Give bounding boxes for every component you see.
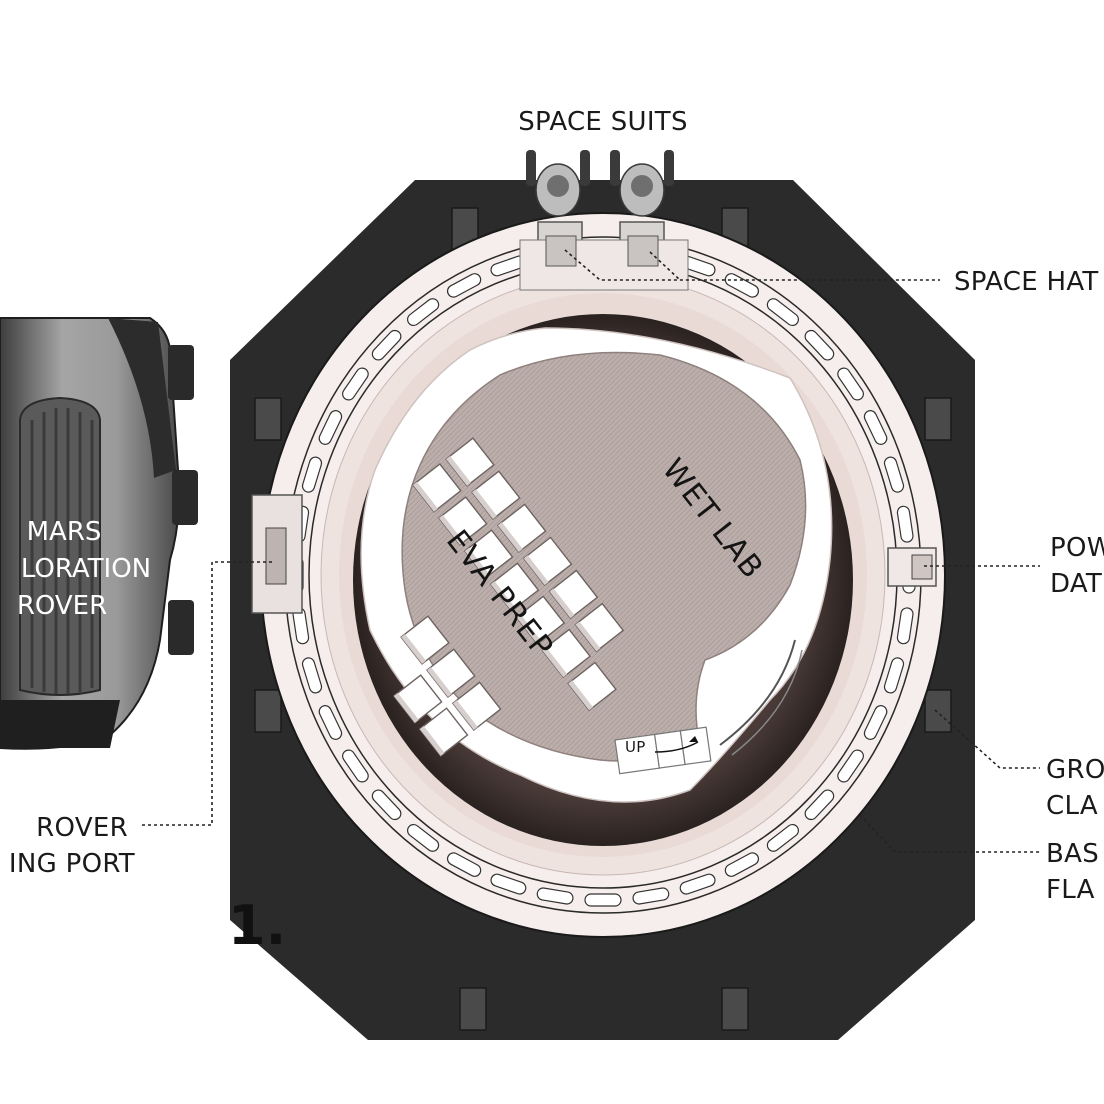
workbench-block: [445, 437, 495, 487]
space-hatches: [519, 221, 689, 291]
leader-space-hatch: [564, 249, 940, 281]
railing: [719, 639, 796, 746]
ring-segment: [446, 852, 482, 877]
ring-segment: [536, 887, 574, 905]
workbench-block: [437, 496, 488, 546]
stairs: UP: [614, 726, 712, 775]
rover-wheel-3: [168, 600, 194, 655]
workbench-modules: [392, 437, 625, 757]
ring-segment: [724, 273, 760, 298]
workbench-block: [392, 674, 443, 724]
workbench-block: [522, 536, 573, 587]
ring-segment: [371, 789, 402, 821]
ring-segment: [837, 367, 864, 401]
ring-segment: [863, 410, 888, 445]
leader-base-flange: [859, 814, 1040, 853]
rover-rear: [0, 700, 120, 748]
workbench-block: [541, 628, 592, 679]
rover-label-3: ROVER: [17, 591, 107, 621]
ring-segment: [490, 873, 527, 895]
rover-label-2: LORATION: [21, 554, 151, 584]
ring-segment: [342, 367, 369, 401]
ring-segment: [863, 705, 888, 740]
ring-segment: [584, 893, 622, 907]
ring-segment: [804, 789, 835, 821]
workbench-block: [418, 707, 469, 757]
ground-clamp: [721, 987, 749, 1031]
workbench-block: [412, 463, 462, 513]
ring-segment: [446, 273, 482, 298]
space-suit-right: [610, 150, 674, 217]
ground-clamp: [924, 689, 952, 733]
ring-segment: [766, 823, 799, 852]
ring-segment: [407, 823, 440, 852]
rover-docking-port: [251, 494, 303, 614]
label-ground-clamp-1: GRO: [1046, 755, 1104, 785]
figure-number: 1.: [228, 894, 286, 957]
workbench-block: [400, 615, 450, 665]
label-base-flange-1: BAS: [1046, 839, 1099, 869]
leader-space-hatch-2: [649, 251, 681, 281]
ground-clamp: [254, 689, 282, 733]
ring-segment: [318, 410, 343, 445]
rover-label-1: MARS: [27, 517, 102, 547]
ring-segments: [290, 243, 916, 907]
ring-segment: [371, 329, 402, 361]
stair-up-label: UP: [625, 738, 646, 756]
ring-segment: [724, 852, 760, 877]
workbench-block: [471, 470, 521, 520]
rover-solar-panel: [108, 318, 176, 478]
ring-segment: [804, 329, 835, 361]
leader-rover-port: [142, 561, 272, 826]
rover-wheel-2: [172, 470, 198, 525]
ground-clamp: [924, 397, 952, 441]
workbench-block: [463, 529, 514, 579]
ring-segment: [301, 456, 323, 493]
workbench-block: [567, 661, 617, 712]
workbench-block: [426, 648, 476, 698]
stair-arrow: [654, 741, 699, 753]
mars-exploration-rover: MARS LORATION ROVER: [0, 317, 198, 750]
label-rover-port-1: ROVER: [36, 813, 128, 843]
workbench-block: [515, 595, 566, 646]
ring-segment: [318, 705, 343, 740]
leader-lines: [142, 249, 1040, 853]
label-ground-clamp-2: CLA: [1046, 791, 1098, 821]
ground-clamp: [459, 987, 487, 1031]
label-space-suits: SPACE SUITS: [518, 107, 688, 137]
label-power-data-1: POW: [1050, 533, 1104, 563]
ring-segment: [342, 749, 369, 783]
ring-segment: [837, 749, 864, 783]
label-space-hatch: SPACE HAT: [954, 267, 1099, 297]
rover-wheel-1: [168, 345, 194, 400]
power-data-port: [887, 547, 937, 587]
label-rover-port-2: ING PORT: [9, 849, 135, 879]
ring-segment: [766, 298, 799, 327]
ring-segment: [632, 887, 670, 905]
railing-inner: [731, 649, 803, 756]
space-suit-left: [526, 150, 590, 217]
ring-segment: [407, 298, 440, 327]
workbench-block: [548, 569, 599, 620]
workbench-block: [574, 602, 625, 653]
stair-arrow-head: [689, 736, 698, 742]
workbench-block: [451, 681, 502, 732]
ground-clamp: [254, 397, 282, 441]
ring-segment: [896, 607, 914, 645]
ring-segment: [883, 456, 905, 493]
label-power-data-2: DAT: [1050, 569, 1102, 599]
ring-segment: [679, 873, 716, 895]
workbench-block: [489, 562, 540, 612]
ring-segment: [301, 657, 323, 694]
workbench-block: [496, 503, 547, 554]
space-suits: [526, 150, 674, 217]
ring-segment: [896, 505, 914, 543]
label-base-flange-2: FLA: [1046, 875, 1095, 905]
